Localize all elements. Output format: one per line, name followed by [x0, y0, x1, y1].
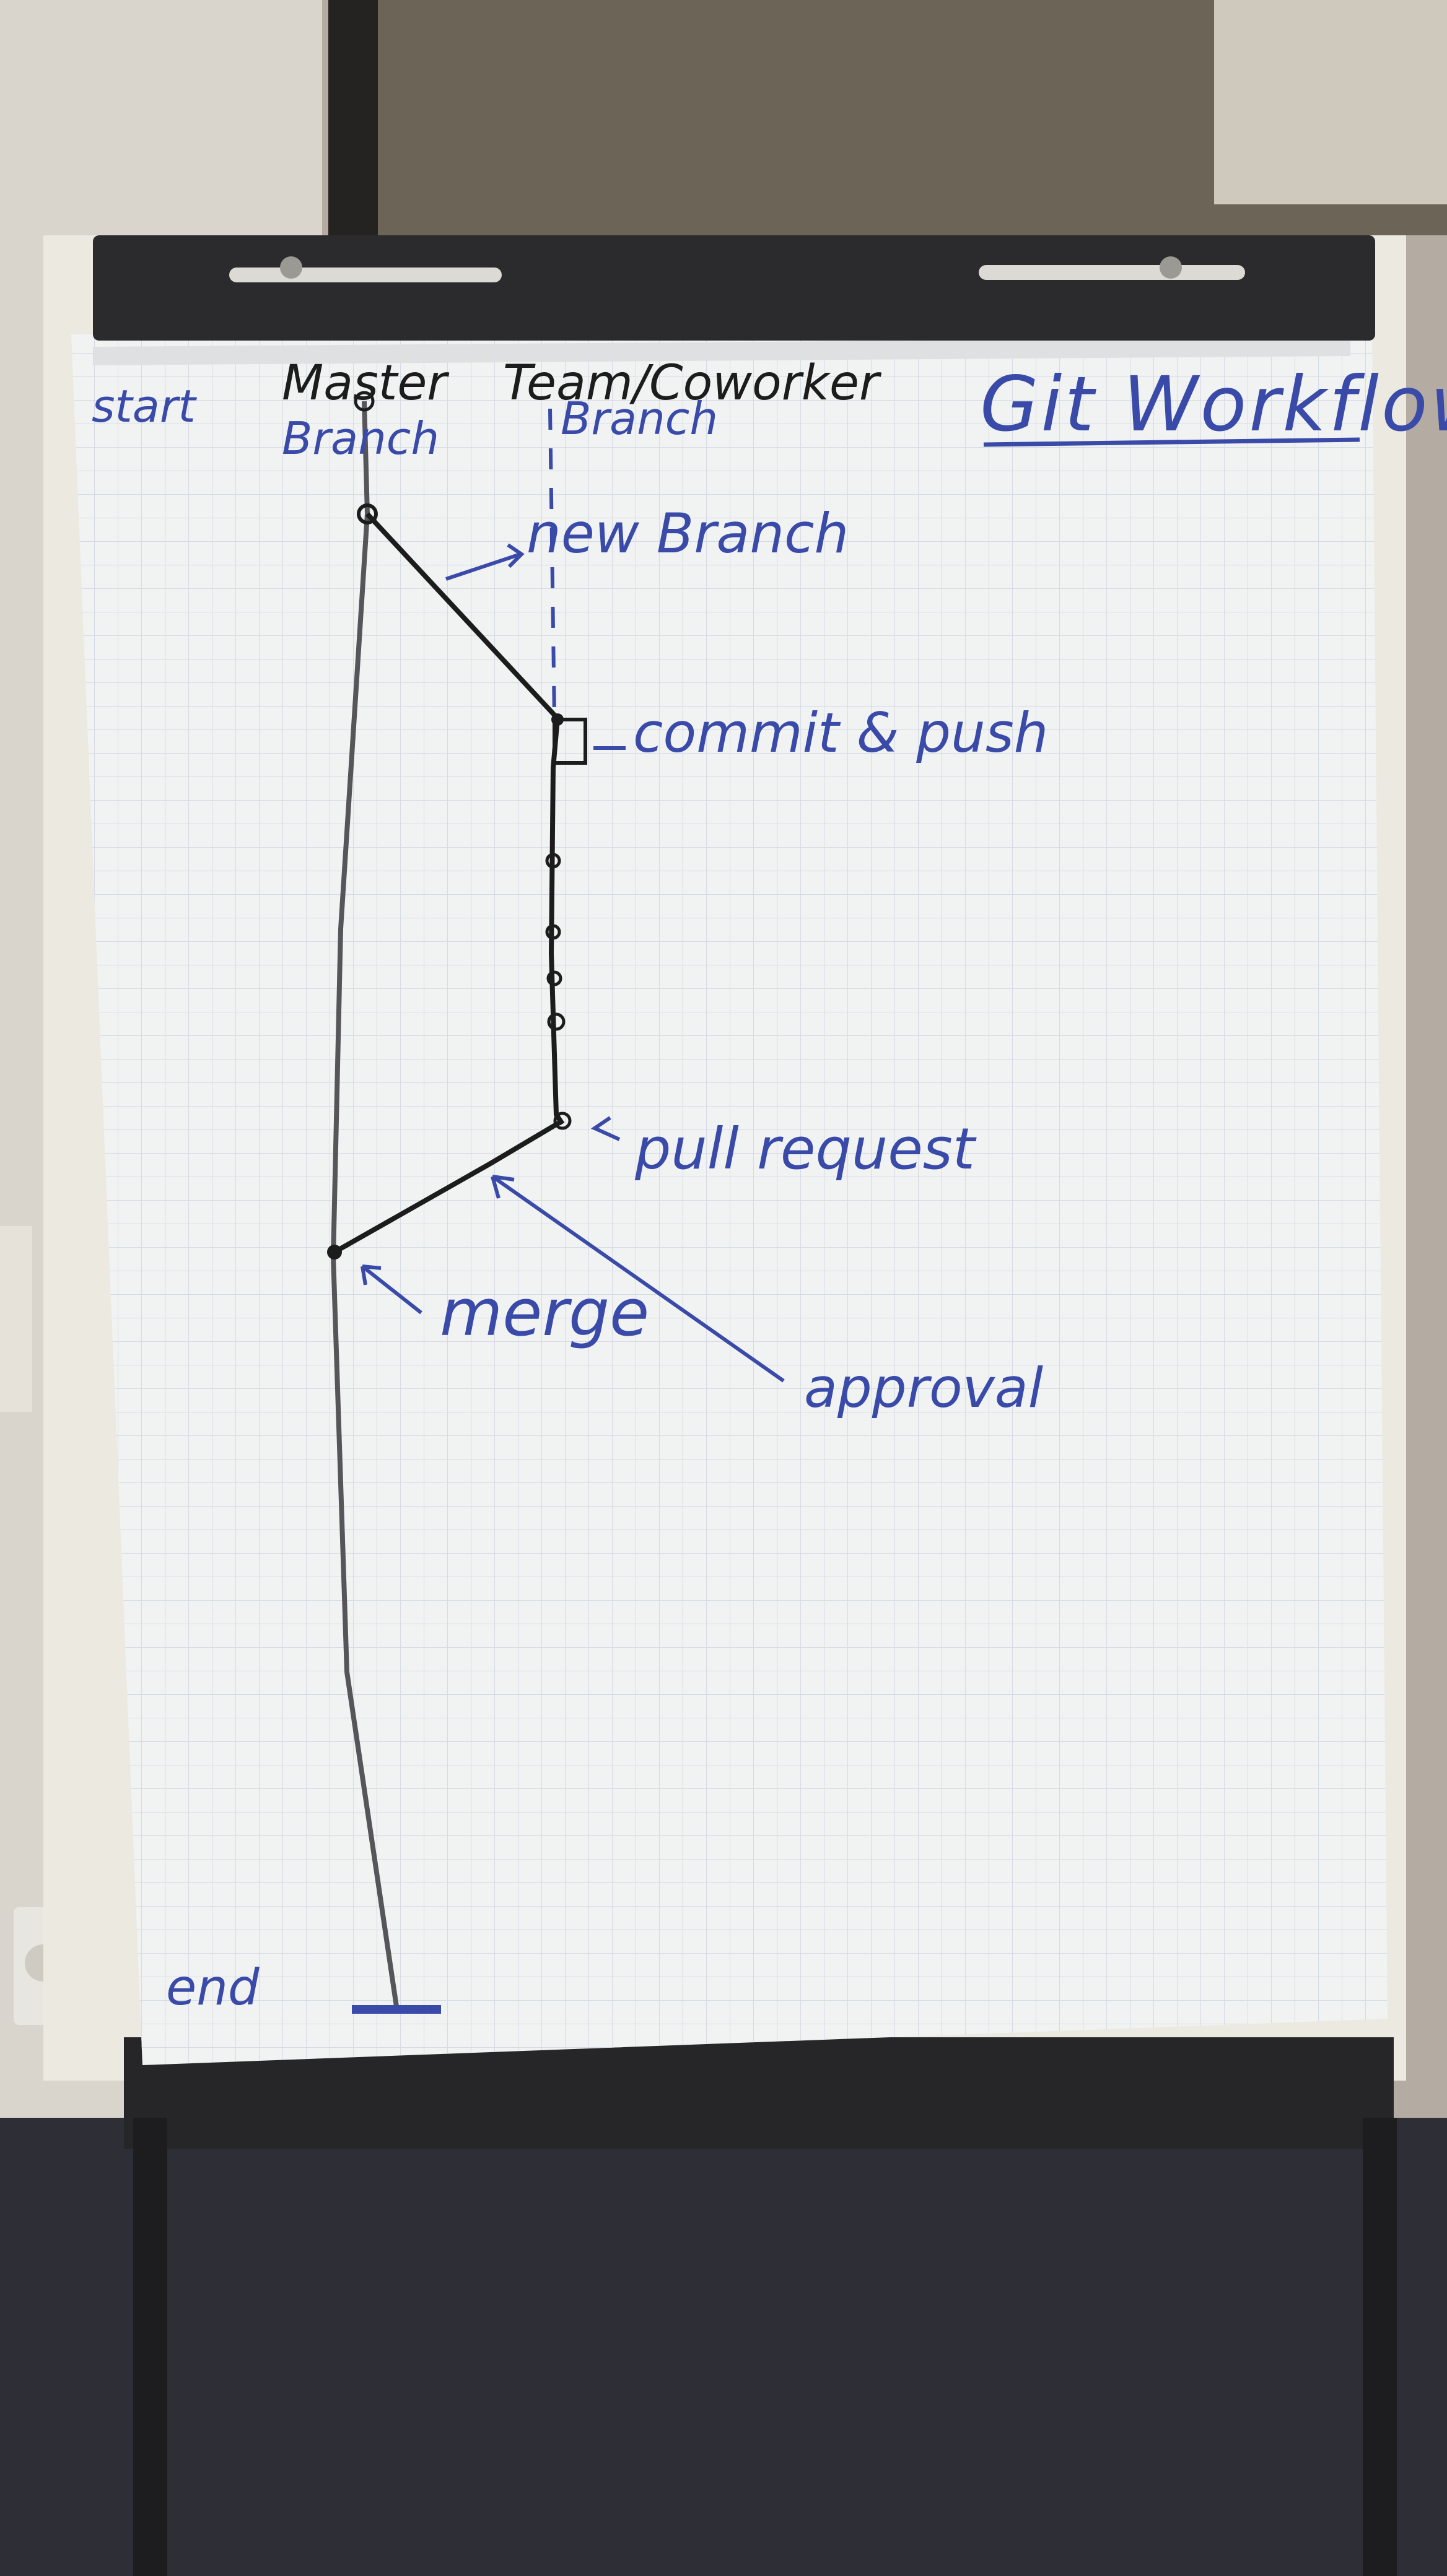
window-glare: [1214, 0, 1447, 204]
commit-node: [553, 1112, 572, 1130]
commit-node: [357, 503, 378, 524]
paper-torn-edge: [93, 337, 1350, 365]
merge-arrow: [361, 1264, 422, 1315]
commit-push-label: commit & push: [633, 701, 1049, 765]
commit-node: [545, 924, 561, 940]
commit-node: [546, 970, 562, 986]
title-underline: [983, 437, 1360, 447]
paper-grid: [71, 325, 1388, 2065]
merge-node: [327, 1245, 342, 1260]
master-branch-label: Branch: [282, 412, 439, 464]
clip-slot-right: [979, 265, 1245, 280]
approval-label: approval: [804, 1356, 1044, 1420]
approval-arrow: [491, 1175, 785, 1383]
master-branch-line: [330, 401, 399, 2007]
pull-request-label: pull request: [635, 1116, 975, 1182]
team-branch-dashed-line: [548, 408, 556, 719]
easel-leg-right: [1363, 2118, 1397, 2576]
commit-node: [354, 391, 375, 412]
new-branch-arrow: [445, 543, 525, 581]
branch-off-line: [365, 512, 559, 720]
master-label: Master: [282, 355, 447, 411]
team-label: Team/Coworker: [503, 355, 880, 411]
clip-bar: [93, 235, 1375, 341]
commit-node: [551, 713, 564, 726]
clip-slot-left: [229, 268, 502, 282]
light-switch: [0, 1226, 32, 1412]
easel-leg-left: [133, 2118, 167, 2576]
pull-request-arrow: [590, 1116, 621, 1141]
wing-nut-left-icon: [280, 256, 302, 279]
floor: [0, 2118, 1447, 2576]
start-label: start: [92, 380, 196, 432]
end-label: end: [166, 1959, 260, 2016]
door-frame: [328, 0, 378, 235]
commit-push-box: [553, 718, 587, 765]
commit-node: [547, 1012, 566, 1031]
merge-label: merge: [440, 1275, 650, 1351]
page-title: Git Workflow: [980, 360, 1447, 448]
merge-line: [333, 1118, 564, 1255]
new-branch-label: new Branch: [527, 502, 849, 565]
team-branch-label: Branch: [561, 393, 718, 445]
commit-node: [545, 853, 561, 869]
wing-nut-right-icon: [1160, 256, 1182, 279]
